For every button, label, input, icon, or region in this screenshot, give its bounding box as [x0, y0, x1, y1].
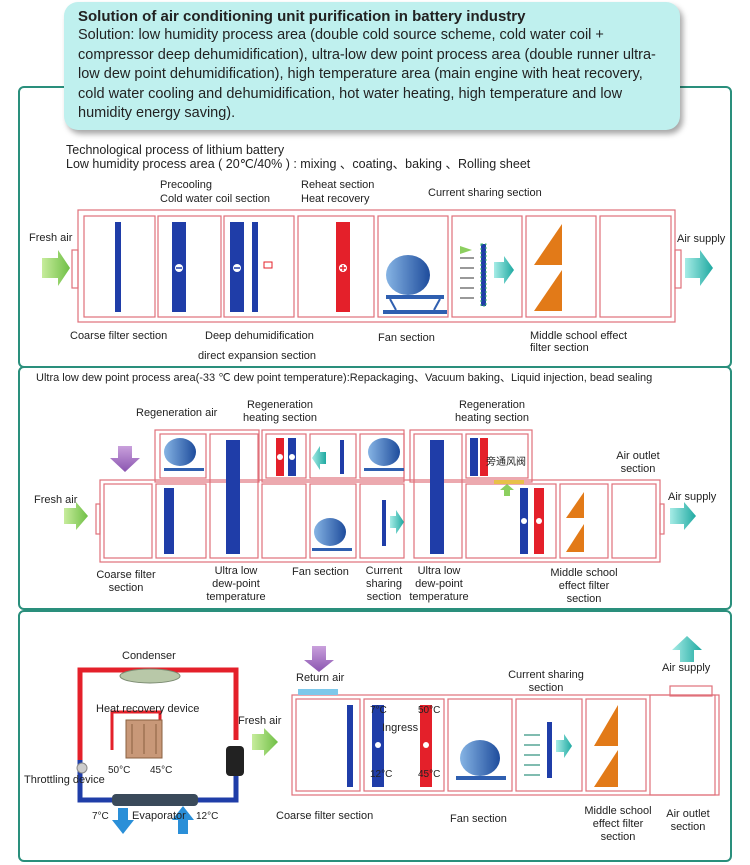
p2-ultra2-line3: temperature [409, 591, 469, 603]
coarse-filter-bar [115, 222, 121, 312]
coarse-filter-label: Coarse filter section [70, 330, 168, 342]
air-supply-label: Air supply [677, 233, 726, 245]
heat-recovery-device-label: Heat recovery device [96, 703, 200, 715]
temp-50-label: 50°C [108, 765, 131, 776]
p2-coarse-line2: section [108, 582, 144, 594]
return-air-label: Return air [296, 672, 345, 684]
temp-12-label: 12°C [196, 811, 219, 822]
p2-cs-line2: sharing [365, 578, 403, 590]
condenser-icon [119, 668, 181, 684]
panel3-unit [291, 685, 720, 796]
p2-ultra2-line2: dew-point [415, 578, 463, 590]
p2-fresh-air-label: Fresh air [34, 494, 78, 506]
bypass-valve-label: 旁通风阀 [486, 457, 526, 468]
p3-current-line1: Current sharing [508, 669, 584, 681]
panel-2-frame [18, 366, 732, 610]
p2-ultra1-line2: dew-point [212, 578, 260, 590]
panel1-heading-1: Technological process of lithium battery [66, 143, 285, 157]
deep-dehum-label: Deep dehumidification [205, 330, 314, 342]
middle-effect-label: Middle school effect [530, 330, 628, 342]
temp-7-label: 7°C [92, 811, 109, 822]
p2-coarse-line1: Coarse filter [96, 569, 156, 581]
compressor-icon [226, 746, 244, 776]
p2-cs-line3: section [366, 591, 402, 603]
p2-ultra1-line1: Ultra low [214, 565, 258, 577]
p3-current-line2: section [528, 682, 564, 694]
regen-air-label: Regeneration air [136, 407, 218, 419]
callout-description: Solution: low humidity process area (dou… [78, 27, 656, 121]
p2-ultra2-line1: Ultra low [417, 565, 461, 577]
reheat-label: Reheat section [301, 179, 375, 191]
air-outlet-line1: Air outlet [616, 450, 660, 462]
p2-mid-line2: effect filter [558, 580, 610, 592]
coil-50-label: 50°C [418, 705, 441, 716]
regen-heating-1-line1: Regeneration [246, 399, 314, 411]
p2-ultra1-line3: temperature [206, 591, 266, 603]
p3-outlet-line2: section [670, 821, 706, 833]
p3-fresh-air-label: Fresh air [238, 715, 282, 727]
regen-heating-2-line2: heating section [455, 412, 529, 424]
coil-45-label: 45°C [418, 769, 441, 780]
callout-title: Solution of air conditioning unit purifi… [78, 8, 526, 25]
p2-cs-line1: Current [365, 565, 403, 577]
filter-section-label: filter section [530, 342, 589, 354]
panel-3-frame [18, 610, 732, 862]
panel2-heading: Ultra low dew point process area(-33 ℃ d… [36, 372, 653, 384]
throttling-label: Throttling device [24, 774, 105, 786]
panel1-heading-2: Low humidity process area ( 20℃/40% ) : … [66, 157, 531, 171]
p3-fan-label: Fan section [450, 813, 507, 825]
coil-7-label: 7°C [370, 705, 387, 716]
p3-outlet-line1: Air outlet [666, 808, 710, 820]
p3-mid-line3: section [600, 831, 636, 843]
p2-air-supply-label: Air supply [668, 491, 717, 503]
regen-heating-1-line2: heating section [243, 412, 317, 424]
evaporator-label: Evaporator [132, 810, 186, 822]
direct-expansion-label: direct expansion section [198, 350, 317, 362]
air-outlet-line2: section [620, 463, 656, 475]
heat-recovery-label: Heat recovery [301, 193, 370, 205]
panel2-unit [95, 429, 665, 563]
p3-mid-line1: Middle school [584, 805, 652, 817]
p3-coarse-label: Coarse filter section [276, 810, 374, 822]
current-sharing-plate [460, 243, 514, 307]
condenser-label: Condenser [122, 650, 176, 662]
fan-section-label: Fan section [378, 332, 435, 344]
bag-filter-icon [534, 224, 562, 311]
heat-exchanger-icon [125, 719, 163, 759]
panel1-unit [71, 209, 682, 323]
solution-callout: Solution of air conditioning unit purifi… [64, 2, 680, 130]
ingress-label: Ingress [382, 722, 419, 734]
fan-icon [383, 255, 447, 314]
supply-air-arrow [685, 250, 713, 286]
current-sharing-label: Current sharing section [428, 187, 542, 199]
regen-heating-2-line1: Regeneration [458, 399, 526, 411]
p2-mid-line1: Middle school [550, 567, 618, 579]
temp-45-label: 45°C [150, 765, 173, 776]
precooling-label: Precooling [160, 179, 212, 191]
p2-fan-label: Fan section [292, 566, 349, 578]
evaporator-icon [112, 794, 198, 806]
fresh-air-arrow [42, 250, 70, 286]
coil-12-label: 12°C [370, 769, 393, 780]
p3-mid-line2: effect filter [592, 818, 644, 830]
fresh-air-label: Fresh air [29, 232, 73, 244]
cold-water-coil-label: Cold water coil section [160, 193, 271, 205]
p3-air-supply-label: Air supply [662, 662, 711, 674]
p2-mid-line3: section [566, 593, 602, 605]
